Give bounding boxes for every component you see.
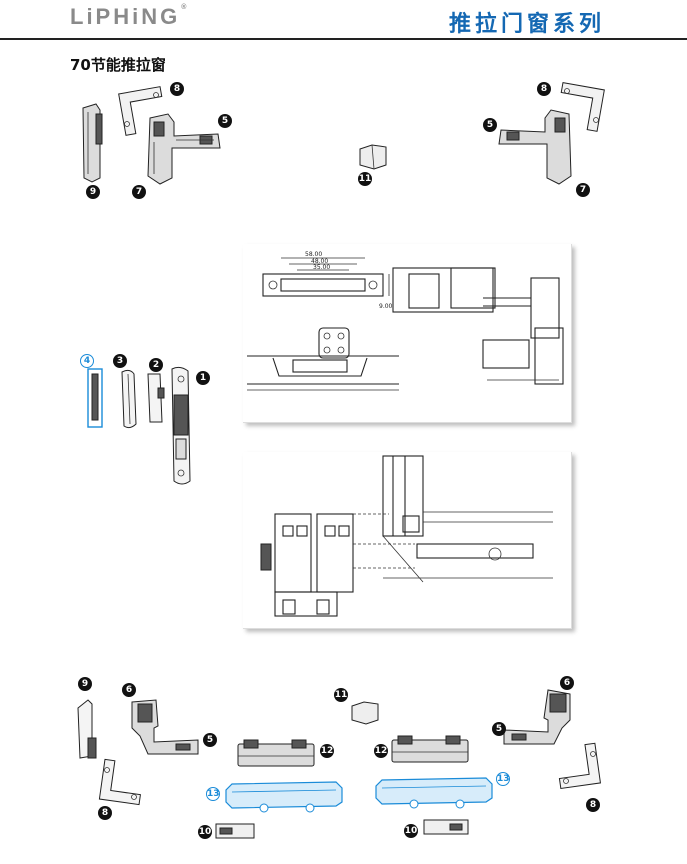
callout-8-right-bottom: 8 bbox=[586, 798, 600, 812]
callout-7-right: 7 bbox=[576, 183, 590, 197]
callout-12-right: 12 bbox=[374, 744, 388, 758]
part-4-keeper bbox=[87, 368, 103, 428]
part-9-handle-plate-bottom bbox=[77, 699, 97, 759]
part-11-cap bbox=[359, 144, 387, 170]
series-title: 推拉门窗系列 bbox=[448, 12, 605, 37]
dim-35: 35.00 bbox=[313, 264, 330, 271]
part-5-7-corner-joint bbox=[147, 113, 221, 185]
callout-5-bottom: 5 bbox=[203, 733, 217, 747]
part-12-roller-housing-left bbox=[237, 739, 315, 767]
callout-7: 7 bbox=[132, 185, 146, 199]
section-title: 70节能推拉窗 bbox=[70, 56, 166, 74]
section-drawing-1-lines: 58.00 48.00 35.00 9.00 bbox=[247, 251, 564, 391]
part-6-5-corner-drive bbox=[131, 699, 199, 755]
callout-10-left: 10 bbox=[198, 825, 212, 839]
part-13-roller-right bbox=[375, 777, 493, 809]
callout-12-left: 12 bbox=[320, 744, 334, 758]
callout-5-right: 5 bbox=[483, 118, 497, 132]
part-8-corner-bracket-right-bottom bbox=[558, 742, 602, 790]
part-3-handle bbox=[121, 369, 137, 429]
callout-1: 1 bbox=[196, 371, 210, 385]
part-12-roller-housing-right bbox=[391, 735, 469, 763]
callout-4: 4 bbox=[80, 354, 94, 368]
dim-48: 48.00 bbox=[311, 258, 328, 265]
callout-8-right: 8 bbox=[537, 82, 551, 96]
section-drawing-2 bbox=[243, 452, 572, 629]
part-8-corner-bracket bbox=[118, 86, 163, 136]
dim-9: 9.00 bbox=[379, 303, 393, 310]
part-13-roller-left bbox=[225, 781, 343, 813]
callout-9-bottom: 9 bbox=[78, 677, 92, 691]
callout-3: 3 bbox=[113, 354, 127, 368]
brand-logo: LiPHiNG® bbox=[70, 4, 187, 29]
dim-58: 58.00 bbox=[305, 251, 322, 258]
callout-2: 2 bbox=[149, 358, 163, 372]
part-9-handle-plate bbox=[82, 103, 103, 183]
callout-11: 11 bbox=[358, 172, 372, 186]
part-11-cap-bottom bbox=[351, 701, 379, 725]
part-1-lock-body bbox=[171, 366, 191, 485]
callout-10-right: 10 bbox=[404, 824, 418, 838]
header-divider bbox=[0, 38, 687, 40]
part-5-7-corner-joint-right bbox=[498, 109, 572, 185]
callout-6-bottom: 6 bbox=[122, 683, 136, 697]
callout-13-right: 13 bbox=[496, 772, 510, 786]
callout-6-right-bottom: 6 bbox=[560, 676, 574, 690]
callout-11-bottom: 11 bbox=[334, 688, 348, 702]
part-2-strike bbox=[147, 373, 165, 423]
callout-13-left: 13 bbox=[206, 787, 220, 801]
part-8-corner-bracket-bottom bbox=[98, 758, 141, 806]
part-10-guide-left bbox=[215, 823, 255, 839]
part-10-guide-right bbox=[423, 819, 469, 835]
callout-5-right-bottom: 5 bbox=[492, 722, 506, 736]
callout-8: 8 bbox=[170, 82, 184, 96]
callout-9: 9 bbox=[86, 185, 100, 199]
callout-8-bottom: 8 bbox=[98, 806, 112, 820]
section-drawing-2-lines bbox=[260, 455, 553, 617]
part-6-5-corner-drive-right bbox=[503, 689, 571, 745]
callout-5: 5 bbox=[218, 114, 232, 128]
part-8-corner-bracket-right bbox=[560, 82, 605, 132]
